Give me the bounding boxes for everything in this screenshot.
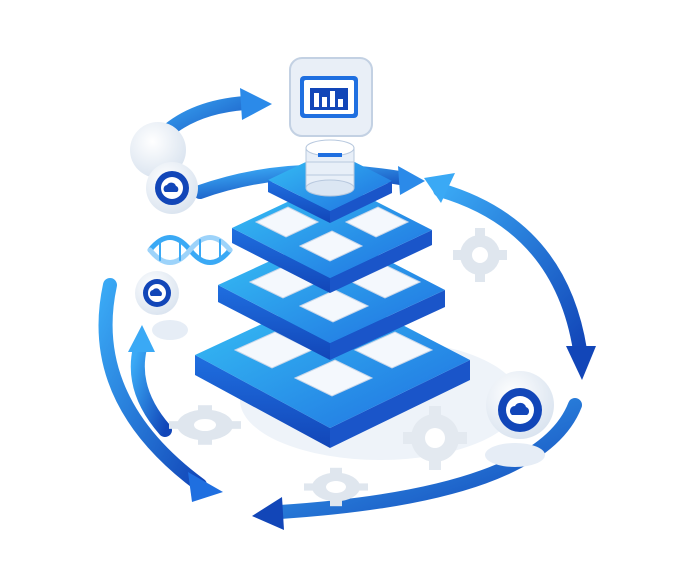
gear-icon xyxy=(169,405,241,445)
cloud-icon xyxy=(149,288,162,296)
slab-bottom-side-right xyxy=(330,360,470,448)
gear-icon xyxy=(304,467,368,507)
slab-bottom-side-left xyxy=(195,355,330,448)
cloud-bubble-left xyxy=(135,271,188,340)
slab-upper-top xyxy=(232,180,432,278)
server-pyramid xyxy=(195,150,470,448)
monitor-icon xyxy=(289,57,373,137)
slab-mid-side-left xyxy=(218,285,330,360)
slab-upper-side-right xyxy=(330,230,432,293)
database-icon xyxy=(305,139,355,197)
slab-top-side-left xyxy=(268,180,330,223)
slab-top-side-right xyxy=(330,181,392,223)
cycle-arrow-icon xyxy=(98,96,587,519)
arrow-heads xyxy=(128,88,596,530)
dna-icon xyxy=(147,235,233,265)
arrow-right xyxy=(433,183,587,357)
cloud-bubble-right xyxy=(485,371,554,467)
gear-icon xyxy=(403,406,467,470)
cloud-icon xyxy=(163,182,179,192)
gear-icon xyxy=(453,228,507,282)
cloud-icon xyxy=(510,402,530,415)
arrow-bottom xyxy=(273,398,582,519)
upper-panels xyxy=(254,206,410,262)
cloud-bubble-top-left xyxy=(130,122,198,214)
arrow-left xyxy=(98,278,207,492)
arrow-inner-left xyxy=(130,341,172,437)
slab-upper-side-left xyxy=(232,228,330,293)
slab-mid-side-right xyxy=(330,290,445,360)
